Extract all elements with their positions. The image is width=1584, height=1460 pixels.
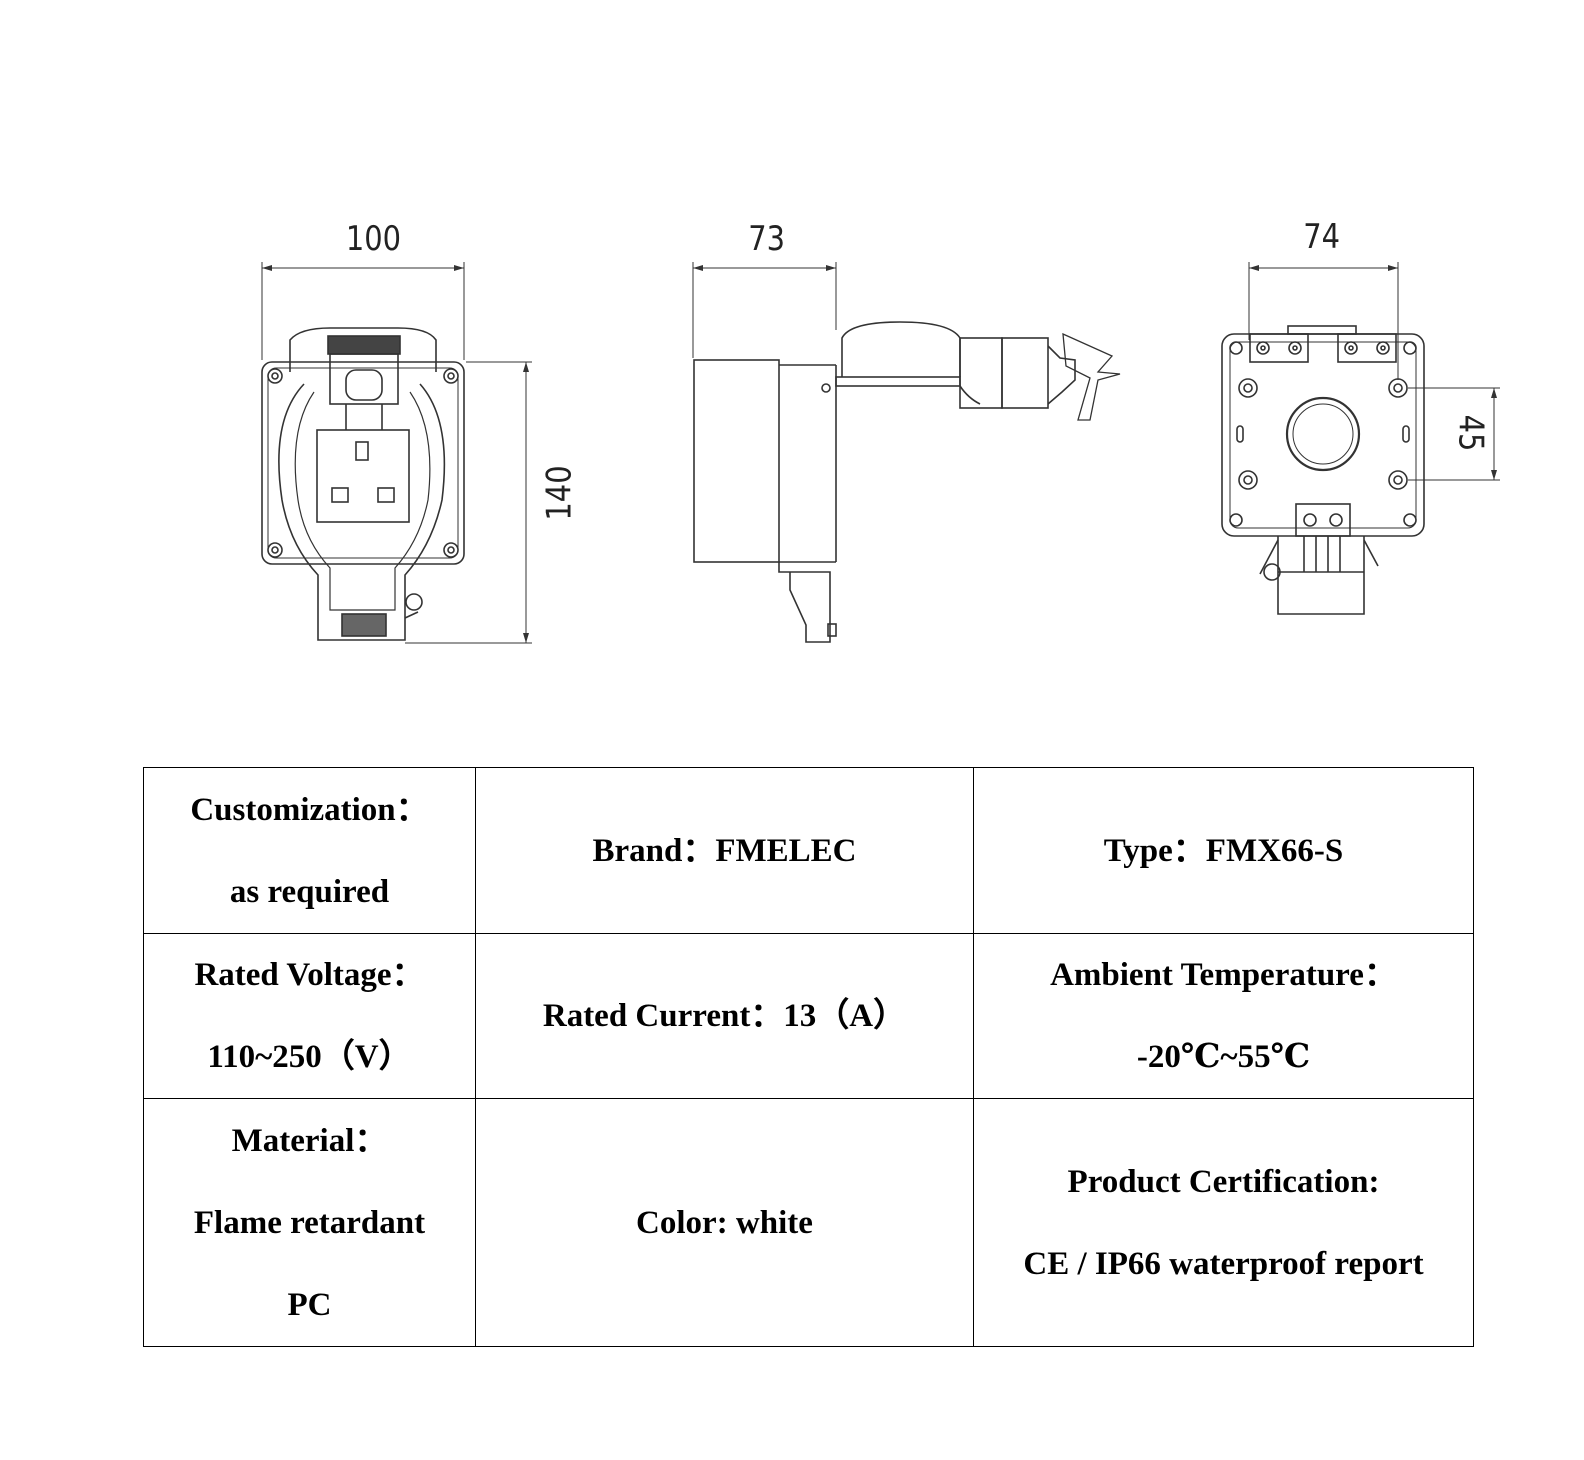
front-width-dimension: 100 <box>345 219 402 259</box>
table-row: Rated Voltage： 110~250（V） Rated Current：… <box>143 933 1474 1099</box>
rear-width-dimension: 74 <box>1303 217 1341 257</box>
brand-cell: Brand：FMELEC <box>475 767 974 934</box>
customization-label: Customization： <box>190 791 429 828</box>
ambient-temperature-cell: Ambient Temperature： -20℃~55℃ <box>973 933 1474 1099</box>
ambient-temperature-label: Ambient Temperature： <box>1050 957 1397 993</box>
side-width-dimension: 73 <box>748 219 786 259</box>
customization-value: as required <box>229 873 390 910</box>
front-height-dimension: 140 <box>539 465 580 521</box>
certification-value: CE / IP66 waterproof report <box>1023 1245 1424 1282</box>
rated-voltage-label: Rated Voltage： <box>194 957 425 993</box>
color-text: Color: white <box>636 1204 813 1241</box>
type-text: Type：FMX66-S <box>1103 832 1344 869</box>
spec-table: Customization： as required Brand：FMELEC … <box>143 767 1474 1347</box>
color-cell: Color: white <box>475 1098 974 1347</box>
material-value-line2: PC <box>287 1286 332 1323</box>
rated-current-text: Rated Current：13（A） <box>542 998 907 1034</box>
side-view-drawing <box>692 262 1121 643</box>
ambient-temperature-value: -20℃~55℃ <box>1136 1039 1311 1075</box>
material-cell: Material： Flame retardant PC <box>143 1098 476 1347</box>
front-view-drawing <box>261 262 532 644</box>
material-label: Material： <box>231 1122 388 1159</box>
table-row: Customization： as required Brand：FMELEC … <box>143 767 1474 934</box>
type-cell: Type：FMX66-S <box>973 767 1474 934</box>
material-value-line1: Flame retardant <box>193 1204 426 1241</box>
rated-voltage-value: 110~250（V） <box>207 1039 412 1075</box>
rear-view-drawing <box>1221 262 1500 615</box>
rear-spacing-dimension: 45 <box>1450 414 1491 452</box>
rated-current-cell: Rated Current：13（A） <box>475 933 974 1099</box>
rated-voltage-cell: Rated Voltage： 110~250（V） <box>143 933 476 1099</box>
certification-label: Product Certification: <box>1067 1163 1380 1200</box>
brand-text: Brand：FMELEC <box>592 832 857 869</box>
certification-cell: Product Certification: CE / IP66 waterpr… <box>973 1098 1474 1347</box>
customization-cell: Customization： as required <box>143 767 476 934</box>
technical-drawings <box>261 262 1500 644</box>
table-row: Material： Flame retardant PC Color: whit… <box>143 1098 1474 1347</box>
